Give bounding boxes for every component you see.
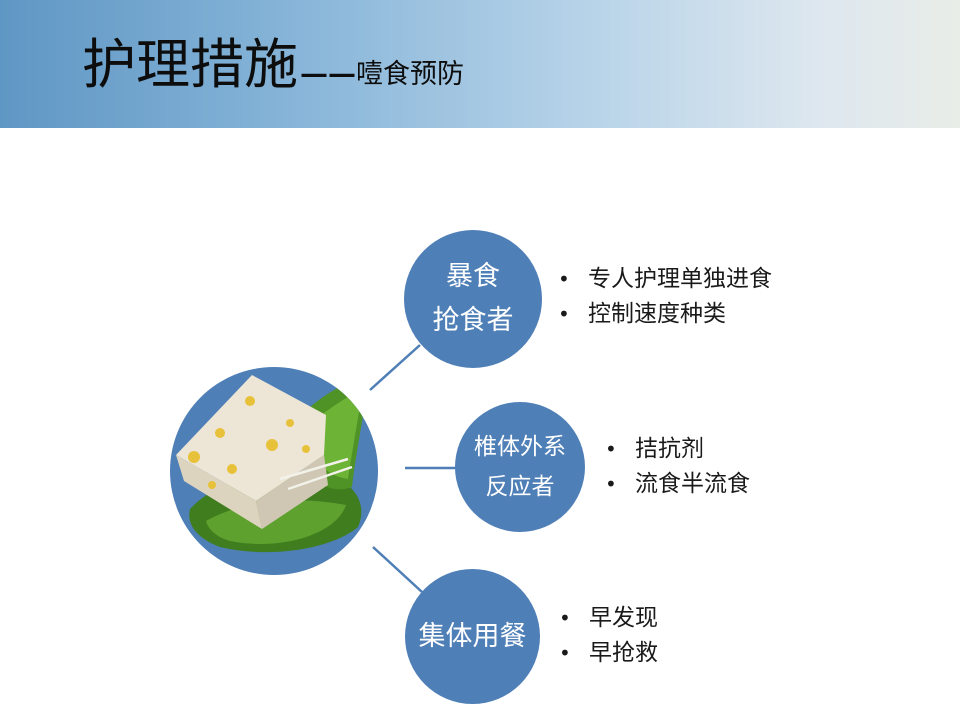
bullet-item: 早抢救 bbox=[559, 636, 658, 671]
node-3-line-1: 集体用餐 bbox=[418, 620, 527, 652]
bullet-list-1: 专人护理单独进食 控制速度种类 bbox=[558, 262, 772, 332]
bullet-list-3: 早发现 早抢救 bbox=[559, 601, 658, 671]
connector-line-1 bbox=[369, 344, 421, 391]
bullet-item: 控制速度种类 bbox=[558, 297, 772, 332]
zongzi-image-icon bbox=[176, 367, 370, 553]
title-subtitle: 噎食预防 bbox=[356, 59, 464, 90]
bullet-item: 专人护理单独进食 bbox=[558, 262, 772, 297]
node-1-line-1: 暴食 bbox=[446, 261, 500, 292]
bullet-list-2: 拮抗剂 流食半流食 bbox=[605, 432, 750, 502]
connector-line-3 bbox=[372, 546, 423, 593]
node-binge-eaters: 暴食 抢食者 bbox=[404, 230, 542, 368]
node-2-line-2: 反应者 bbox=[485, 474, 555, 500]
hub-circle bbox=[170, 367, 378, 575]
title-main: 护理措施 bbox=[82, 33, 298, 96]
bullet-item: 早发现 bbox=[559, 601, 658, 636]
header-band bbox=[0, 0, 960, 128]
title-separator: —— bbox=[300, 57, 356, 90]
bullet-item: 拮抗剂 bbox=[605, 432, 750, 467]
node-group-dining: 集体用餐 bbox=[405, 569, 540, 704]
node-extrapyramidal-reaction: 椎体外系 反应者 bbox=[455, 402, 585, 532]
slide-title: 护理措施 —— 噎食预防 bbox=[82, 30, 464, 100]
bullet-item: 流食半流食 bbox=[605, 467, 750, 502]
node-2-line-1: 椎体外系 bbox=[474, 434, 566, 460]
node-1-line-2: 抢食者 bbox=[432, 305, 514, 336]
